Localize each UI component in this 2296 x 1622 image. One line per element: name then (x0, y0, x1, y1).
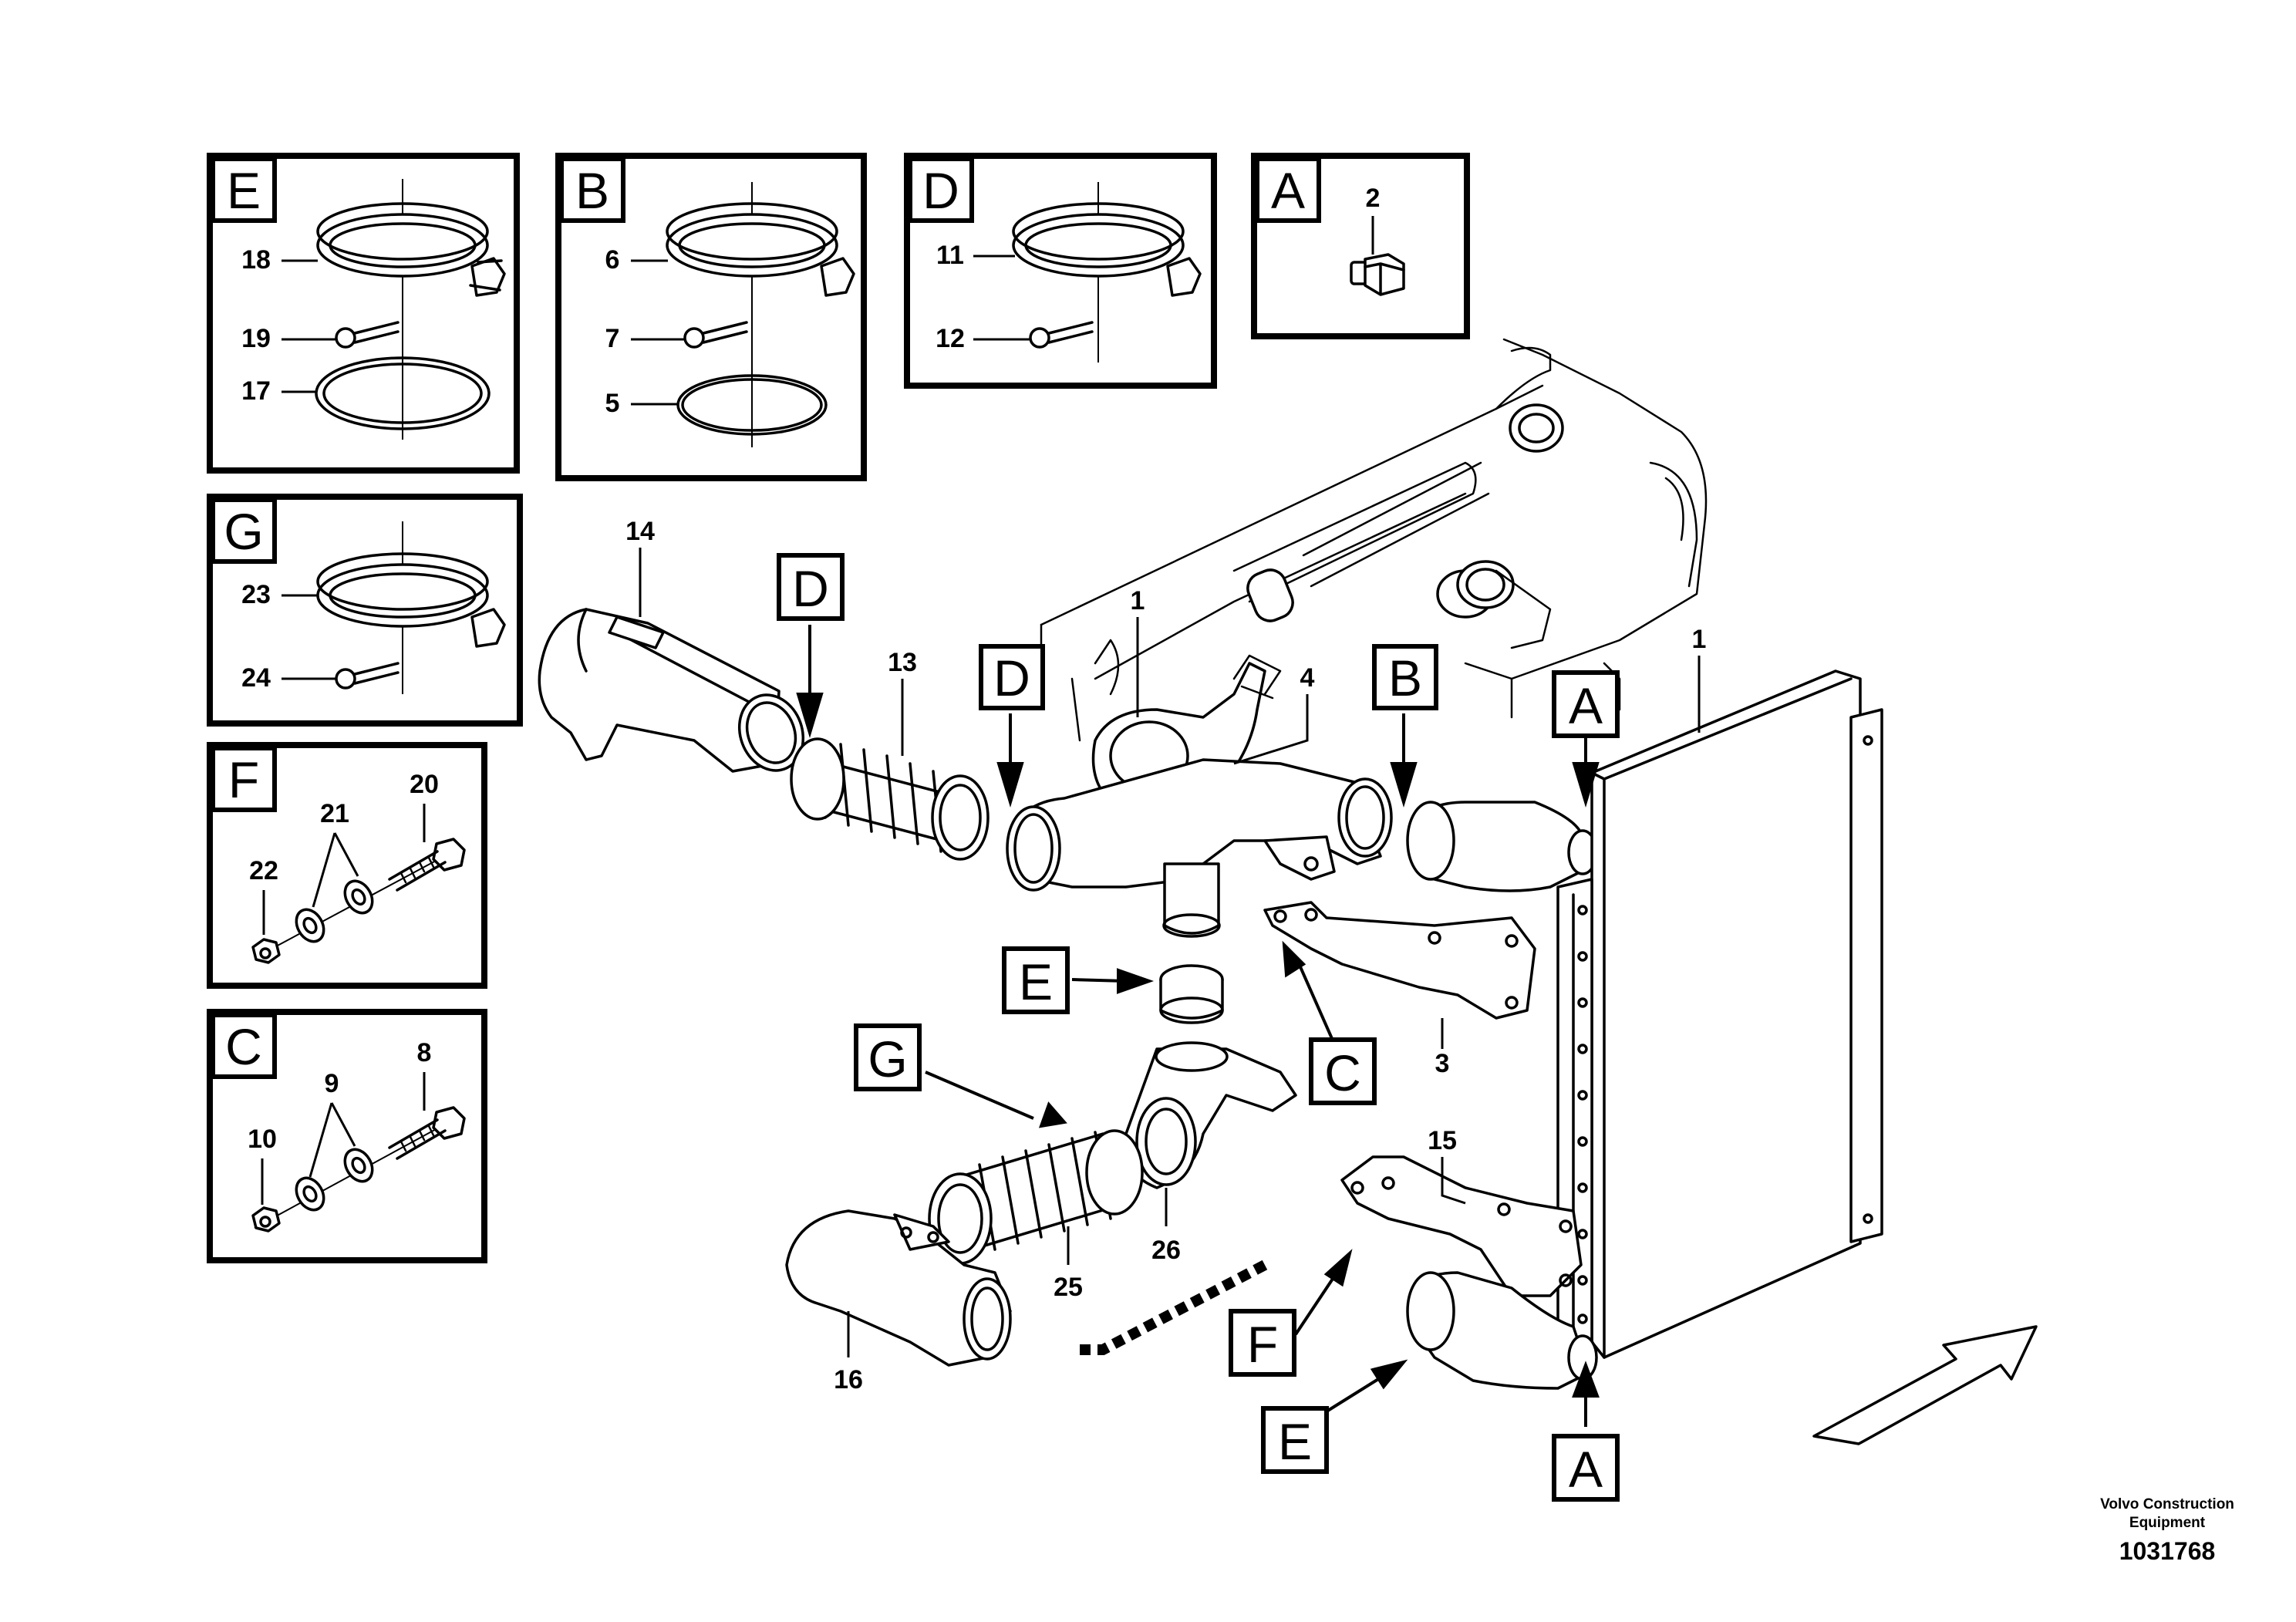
pipe-16 (785, 1209, 1012, 1367)
detail-box-d-letter: D (922, 162, 959, 219)
v-band-clamp-illustration (316, 521, 506, 694)
letter-callout-a-bot: A (1552, 1434, 1620, 1502)
letter-callout-b: B (1372, 644, 1438, 710)
detail-box-d: D 11 12 (904, 153, 1217, 389)
hose-to-intercooler-bottom (1406, 1271, 1598, 1390)
sleeve-e-coupling (1159, 964, 1224, 1024)
callout-letter: F (1247, 1316, 1278, 1373)
detail-box-g-letter: G (224, 503, 263, 560)
part-number-label: 25 (1054, 1273, 1083, 1302)
rubber-bellows-13 (790, 737, 990, 861)
detail-box-c-letter: C (225, 1018, 262, 1075)
letter-callout-e-bot: E (1261, 1406, 1329, 1474)
callout-letter: B (1388, 649, 1422, 706)
bolt-illustration (1029, 321, 1094, 349)
part-number-label: 21 (320, 799, 349, 828)
part-number-label: 7 (605, 324, 620, 353)
bolt-washer-nut-illustration (251, 1106, 466, 1233)
drawing-number: 1031768 (2119, 1537, 2216, 1565)
letter-callout-d-1: D (777, 553, 845, 621)
part-number-label: 17 (241, 376, 271, 406)
part-number-label: 15 (1428, 1126, 1457, 1155)
intercooler-1 (1556, 669, 1883, 1359)
part-number-label: 11 (936, 241, 964, 270)
part-number-label: 14 (625, 517, 655, 546)
letter-callout-f: F (1229, 1309, 1296, 1377)
callout-arrows (796, 625, 1600, 1427)
callout-letter: A (1569, 1441, 1603, 1498)
bolt-illustration (335, 321, 400, 349)
engine-flange-illustration (1436, 560, 1552, 649)
detail-box-f-letter: F (228, 751, 259, 808)
intake-pipe-14 (538, 608, 805, 773)
letter-callout-e-mid: E (1002, 946, 1070, 1014)
part-number-label: 1 (1131, 586, 1145, 615)
detail-box-g: G 23 24 (207, 494, 523, 727)
airflow-direction-arrow (1812, 1325, 2038, 1445)
part-number-label: 22 (249, 856, 278, 885)
letter-callout-a-top: A (1552, 670, 1620, 738)
part-number-label: 13 (888, 648, 917, 677)
callout-letter: A (1569, 677, 1603, 734)
detail-box-f: F 20 21 22 (207, 742, 487, 989)
elbow-26 (1123, 1041, 1297, 1189)
drain-plug-illustration (1350, 253, 1405, 296)
callout-letter: E (1019, 953, 1053, 1010)
part-number-label: 26 (1151, 1236, 1181, 1265)
gasket-ring-illustration (315, 356, 491, 430)
v-band-clamp-illustration (666, 182, 855, 447)
callout-letter: D (792, 560, 829, 617)
pipe-4 (1006, 758, 1393, 938)
detail-box-c: C 8 9 10 (207, 1009, 487, 1263)
footer-company-line1: Volvo Construction (2100, 1496, 2234, 1512)
part-number-label: 4 (1300, 663, 1315, 693)
part-number-label: 9 (325, 1069, 339, 1098)
bracket-3 (1263, 901, 1536, 1020)
callout-letter: G (868, 1030, 907, 1088)
part-number-label: 19 (241, 324, 271, 353)
bracket-15 (1340, 1155, 1583, 1297)
detail-box-b-letter: B (575, 162, 609, 219)
part-number-label: 5 (605, 389, 620, 418)
part-number-label: 10 (248, 1125, 277, 1154)
detail-box-a: A 2 (1251, 153, 1470, 339)
leader-lines (639, 548, 1701, 1357)
part-number-label: 2 (1366, 184, 1381, 213)
callout-letter: E (1278, 1413, 1312, 1470)
v-band-clamp-illustration (1012, 182, 1202, 363)
dashed-connection-line (1080, 1259, 1268, 1355)
letter-callout-c: C (1309, 1037, 1377, 1105)
part-number-label: 16 (834, 1365, 863, 1394)
letter-callout-g: G (854, 1023, 922, 1091)
bolt-illustration (683, 321, 748, 349)
part-number-label: 6 (605, 245, 620, 275)
part-number-label: 1 (1692, 625, 1707, 654)
callout-letter: C (1324, 1044, 1361, 1101)
part-number-label: 12 (936, 324, 965, 353)
part-number-label: 23 (241, 580, 271, 609)
bolt-washer-nut-illustration (251, 838, 466, 964)
part-number-label: 3 (1435, 1049, 1450, 1078)
detail-box-e-letter: E (227, 162, 261, 219)
detail-box-a-letter: A (1271, 162, 1305, 219)
part-number-label: 24 (241, 663, 271, 693)
letter-callout-d-2: D (979, 644, 1045, 710)
part-number-label: 20 (410, 770, 439, 799)
part-number-label: 18 (241, 245, 271, 275)
v-band-clamp-illustration (316, 179, 506, 440)
part-number-label: 8 (417, 1038, 432, 1067)
callout-letter: D (993, 649, 1030, 706)
detail-box-b: B 6 7 5 (555, 153, 867, 481)
footer-company-line2: Equipment (2129, 1515, 2206, 1531)
hose-to-intercooler-top (1406, 801, 1598, 892)
rubber-bellows-25 (928, 1129, 1144, 1265)
detail-box-e: E 18 19 17 (207, 153, 520, 474)
